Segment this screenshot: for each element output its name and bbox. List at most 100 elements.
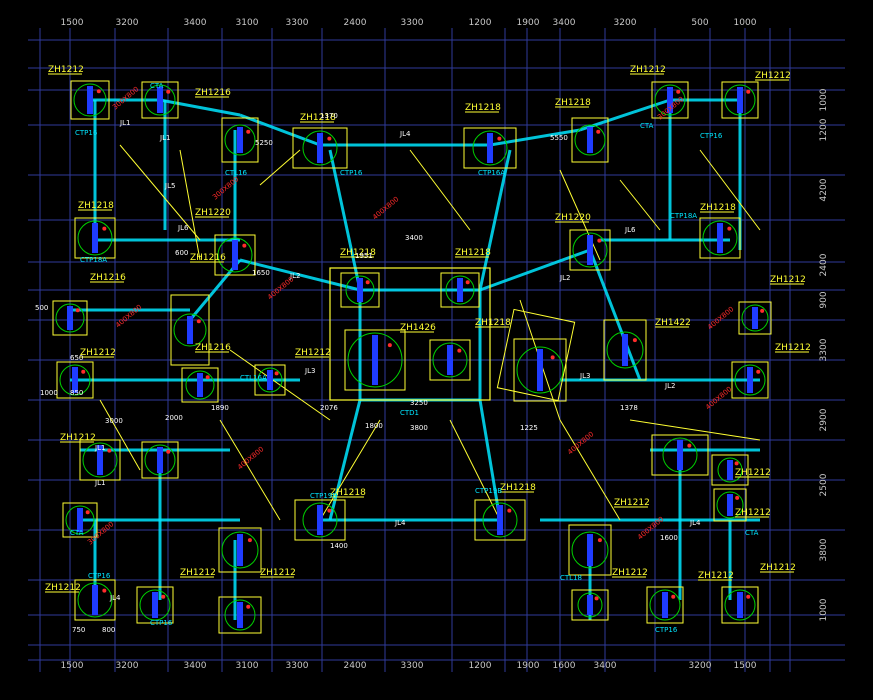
pile-marker — [746, 594, 751, 599]
column-rebar — [497, 505, 503, 535]
dimension-right: 3300 — [819, 338, 829, 361]
column-rebar — [662, 592, 668, 618]
foundation-beam — [239, 113, 321, 147]
annotation-label: JL1 — [119, 119, 130, 127]
annotation-label: ZH1212 — [60, 433, 96, 443]
annotation-label: ZH1212 — [295, 348, 331, 358]
dimension-bottom: 1500 — [734, 661, 757, 671]
central-cap-outline — [329, 267, 491, 401]
pile-circle — [224, 599, 256, 631]
pile-circle — [724, 84, 756, 116]
pile-marker — [676, 89, 681, 94]
foundation-beam — [328, 149, 362, 291]
annotation-label: 2076 — [320, 404, 338, 412]
annotation-label: JL4 — [689, 519, 701, 527]
annotation-label: CTP16 — [150, 619, 173, 627]
pile-circle — [224, 124, 256, 156]
annotation-label: CTP16A — [478, 169, 505, 177]
annotation-label: JL1 — [94, 479, 105, 487]
column-rebar — [232, 240, 238, 270]
outline-line — [629, 419, 761, 441]
foundation-beam — [588, 249, 642, 381]
annotation-label: 1370 — [320, 112, 338, 120]
annotation-label: CTL16 — [225, 169, 248, 177]
foundation-beam — [478, 149, 512, 291]
pile-marker — [107, 448, 112, 453]
annotation-label: JL4 — [399, 130, 411, 138]
pile-marker — [85, 510, 90, 515]
column-rebar — [372, 335, 378, 385]
annotation-label: 600 — [175, 249, 188, 257]
dimension-top: 1500 — [61, 18, 84, 28]
column-rebar — [72, 367, 78, 393]
dimension-top: 3400 — [553, 18, 576, 28]
pile-circle — [185, 370, 215, 400]
annotation-label: ZH1212 — [755, 71, 791, 81]
pile-cap-outline — [74, 579, 116, 621]
pile-cap-outline — [136, 586, 174, 624]
annotation-label: ZH1212 — [760, 563, 796, 573]
dimension-right: 2400 — [819, 253, 829, 276]
outline-line — [699, 149, 761, 231]
column-rebar — [67, 306, 73, 330]
pile-marker — [594, 596, 599, 601]
annotation-label: 1600 — [660, 534, 678, 542]
pile-cap-outline — [218, 596, 262, 634]
column-rebar — [157, 447, 163, 473]
outline-line — [409, 149, 471, 231]
annotation-label: 1650 — [252, 269, 270, 277]
column-rebar — [677, 440, 683, 470]
annotation-label: JL3 — [579, 372, 590, 380]
pile-marker — [246, 604, 251, 609]
pile-marker — [196, 319, 201, 324]
annotation-label: CTP19B — [475, 487, 502, 495]
pile-marker — [81, 369, 86, 374]
dimension-bottom: 3400 — [184, 661, 207, 671]
pile-cap-outline — [70, 80, 110, 120]
annotation-label: CTP18A — [670, 212, 697, 220]
dimension-top: 2400 — [344, 18, 367, 28]
annotation-label: JL1 — [159, 134, 170, 142]
pile-cap-outline — [254, 364, 286, 396]
dimension-right: 1000 — [819, 598, 829, 621]
column-rebar — [317, 505, 323, 535]
column-rebar — [92, 585, 98, 615]
outline-line — [449, 419, 501, 521]
annotation-label: CTA — [150, 82, 164, 90]
annotation-label: ZH1422 — [655, 318, 691, 328]
annotation-label: ZH1212 — [48, 65, 84, 75]
pile-cap-outline — [711, 454, 749, 486]
column-rebar — [727, 460, 733, 480]
annotation-label: CTP16 — [700, 132, 723, 140]
annotation-label: ZH1212 — [775, 343, 811, 353]
annotation-label: CTA — [70, 529, 84, 537]
pile-marker — [166, 89, 171, 94]
pile-circle — [432, 342, 468, 378]
pile-circle — [77, 582, 113, 618]
pile-marker — [632, 338, 637, 343]
annotation-label: 1225 — [520, 424, 538, 432]
pile-cap-outline — [52, 300, 88, 336]
dimension-right: 4200 — [819, 178, 829, 201]
dimension-bottom: 3400 — [594, 661, 617, 671]
pile-cap-outline — [62, 502, 98, 538]
pile-marker — [760, 308, 765, 313]
annotation-label: ZH1218 — [78, 201, 114, 211]
pile-marker — [596, 129, 601, 134]
annotation-label: ZH1218 — [500, 483, 536, 493]
dimension-right: 1200 — [819, 118, 829, 141]
dimension-top: 3100 — [236, 18, 259, 28]
pile-circle — [59, 364, 91, 396]
pile-marker — [727, 226, 732, 231]
dimension-right: 2500 — [819, 473, 829, 496]
pile-circle — [472, 130, 508, 166]
pile-marker — [507, 508, 512, 513]
pile-circle — [217, 237, 253, 273]
annotation-label: 3800 — [410, 424, 428, 432]
pile-cap-outline — [79, 439, 121, 481]
pile-cap-outline — [568, 524, 612, 576]
annotation-label: 1400 — [330, 542, 348, 550]
foundation-beams — [70, 98, 761, 620]
